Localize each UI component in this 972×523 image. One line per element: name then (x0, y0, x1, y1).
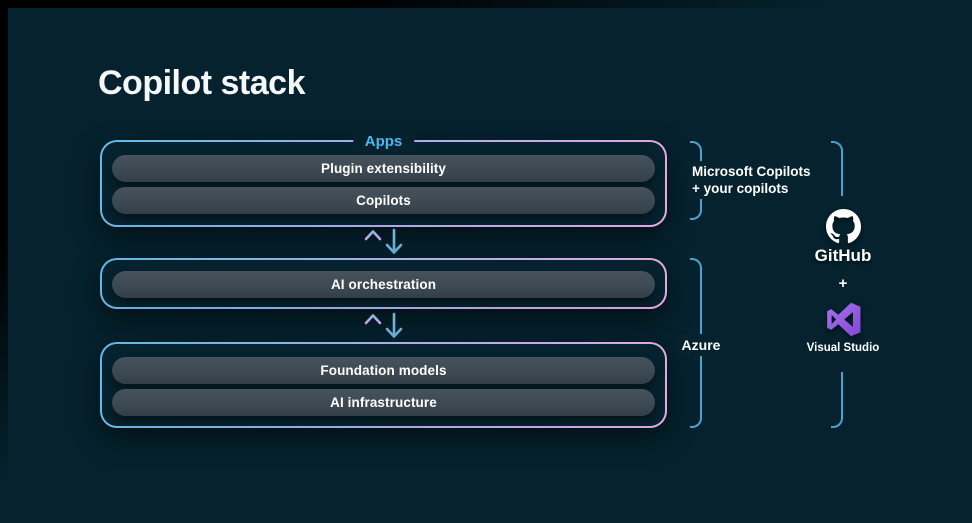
top-frame-edge (0, 0, 972, 8)
pill-plugin-extensibility: Plugin extensibility (112, 155, 655, 182)
down-arrow-icon (385, 228, 402, 254)
foundation-box: Foundation models AI infrastructure (100, 342, 667, 428)
down-arrow-icon (385, 312, 402, 338)
up-down-arrows-icon (364, 228, 402, 256)
github-wordmark: GitHub (814, 246, 872, 265)
left-frame-edge (0, 0, 8, 523)
visual-studio-label: Visual Studio (806, 342, 880, 354)
pill-ai-orchestration: AI orchestration (112, 271, 655, 298)
azure-label: Azure (678, 334, 724, 356)
apps-box-label: Apps (352, 132, 415, 151)
github-icon (825, 209, 861, 244)
orchestration-box: AI orchestration (100, 258, 667, 309)
tools-column: GitHub + Visual Studio (806, 196, 880, 372)
page-title: Copilot stack (98, 64, 305, 102)
plus-sign: + (838, 275, 848, 292)
pill-ai-infrastructure: AI infrastructure (112, 389, 655, 416)
apps-box: Apps Plugin extensibility Copilots (100, 132, 667, 227)
up-down-arrows-icon (364, 312, 402, 340)
visual-studio-icon (826, 302, 860, 337)
pill-foundation-models: Foundation models (112, 357, 655, 384)
exchange-arrows-top (100, 228, 667, 256)
pill-copilots: Copilots (112, 187, 655, 214)
up-arrow-icon (364, 230, 381, 256)
up-arrow-icon (364, 314, 381, 340)
exchange-arrows-bottom (100, 312, 667, 340)
microsoft-copilots-label: Microsoft Copilots + your copilots (687, 161, 826, 199)
